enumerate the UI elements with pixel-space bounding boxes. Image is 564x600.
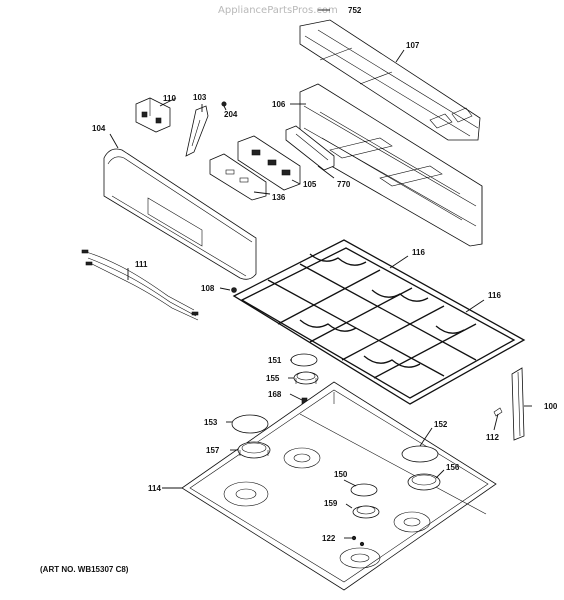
callout-116-top: 116	[412, 248, 425, 257]
leader-lines	[109, 9, 532, 539]
callout-136: 136	[272, 193, 286, 202]
part-112-screw	[493, 407, 503, 417]
control-panel-104	[103, 148, 257, 280]
watermark-text: AppliancePartsPros.com	[218, 5, 338, 16]
callout-159: 159	[324, 499, 338, 508]
burner-cap-153	[231, 414, 269, 434]
callout-151: 151	[268, 356, 282, 365]
burner-cap-151	[290, 353, 318, 367]
callout-204: 204	[224, 110, 238, 119]
part-770-board	[285, 125, 335, 171]
callout-116-right: 116	[488, 291, 501, 300]
callout-104: 104	[92, 124, 106, 133]
art-number: (ART NO. WB15307 C8)	[40, 565, 129, 574]
callout-111: 111	[135, 260, 148, 269]
callout-770: 770	[337, 180, 351, 189]
part-103-strip	[185, 105, 209, 157]
callout-152: 152	[434, 420, 448, 429]
callout-labels: 752 107 110 103 204 106 104 770 105 136 …	[92, 6, 558, 543]
burner-head-157	[237, 441, 271, 459]
part-136-display	[209, 153, 267, 201]
callout-150: 150	[334, 470, 348, 479]
wire-harness-111	[81, 249, 199, 321]
callout-114: 114	[148, 484, 161, 493]
callout-157: 157	[206, 446, 220, 455]
part-108-clip	[231, 287, 237, 293]
part-204-screw	[221, 101, 227, 107]
burner-head-159	[352, 505, 380, 519]
callout-100: 100	[544, 402, 558, 411]
callout-110: 110	[163, 94, 176, 103]
callout-106: 106	[272, 100, 286, 109]
callout-112: 112	[486, 433, 499, 442]
callout-156: 156	[446, 463, 460, 472]
backguard-panel-107	[299, 19, 481, 141]
burner-head-156	[407, 473, 441, 491]
callout-752: 752	[348, 6, 362, 15]
burner-cap-150	[350, 483, 378, 497]
cooktop-114	[181, 381, 497, 591]
callout-155: 155	[266, 374, 280, 383]
part-110-bracket	[135, 97, 171, 133]
callout-153: 153	[204, 418, 218, 427]
burner-head-155	[293, 371, 319, 385]
screws-122	[351, 535, 365, 547]
callout-122: 122	[322, 534, 336, 543]
grates-116	[232, 239, 526, 405]
burner-cap-152	[401, 445, 439, 463]
callout-108: 108	[201, 284, 215, 293]
callout-105: 105	[303, 180, 317, 189]
callout-168: 168	[268, 390, 282, 399]
callout-107: 107	[406, 41, 420, 50]
side-trim-100	[511, 367, 525, 441]
callout-103: 103	[193, 93, 207, 102]
